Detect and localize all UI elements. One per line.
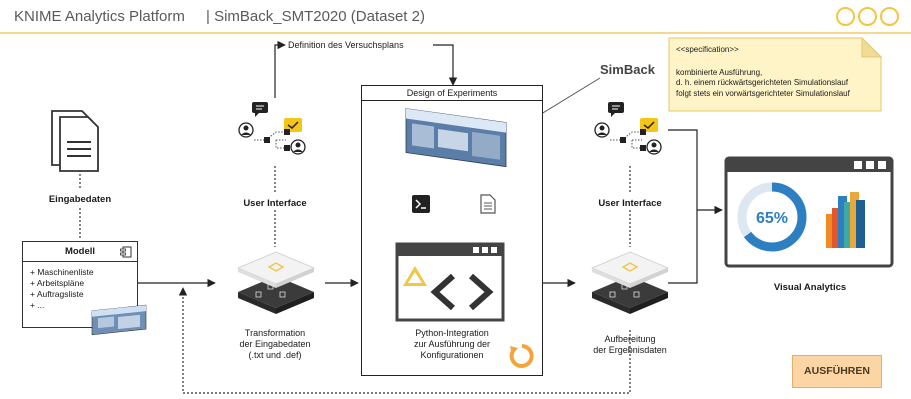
specification-line: d. h. einem rückwärtsgerichteten Simulat… xyxy=(676,78,849,87)
terminal-icon xyxy=(412,195,430,213)
run-button[interactable]: AUSFÜHREN xyxy=(792,355,882,388)
visual-analytics-window-icon: 65% xyxy=(724,156,894,268)
transformation-line: Transformation xyxy=(244,328,306,338)
model-item: + Maschinenliste xyxy=(30,267,94,277)
software-thumbnail xyxy=(91,304,147,335)
user-interface-icon xyxy=(238,102,306,155)
document-icon xyxy=(51,110,99,172)
python-line: zur Ausführung der xyxy=(413,339,491,349)
window-controls xyxy=(836,7,899,26)
component-icon xyxy=(120,246,132,258)
user-interface-left-label: User Interface xyxy=(243,198,307,209)
user-interface-icon xyxy=(594,102,662,155)
gauge-value: 65% xyxy=(756,210,788,227)
circle-icon[interactable] xyxy=(836,7,855,26)
gauge-progress-arc xyxy=(737,182,807,252)
model-item: + ... xyxy=(30,300,45,310)
visual-analytics-label: Visual Analytics xyxy=(773,282,847,293)
python-integration-label: Python-Integration zur Ausführung der Ko… xyxy=(384,328,520,361)
python-integration-window-icon xyxy=(395,242,505,322)
transformation-line: der Eingabedaten xyxy=(239,339,311,349)
python-line: Konfigurationen xyxy=(420,350,484,360)
specification-text-box: <<specification>> kombinierte Ausführung… xyxy=(668,37,882,112)
workflow-title: | SimBack_SMT2020 (Dataset 2) xyxy=(206,8,425,25)
file-icon xyxy=(480,194,496,214)
definition-to-doe-connector xyxy=(433,44,458,86)
aufbereitung-line: Aufbereitung xyxy=(604,334,656,344)
circle-icon[interactable] xyxy=(858,7,877,26)
specification-line: folgt stets ein vorwärtsgerichteter Simu… xyxy=(676,88,850,98)
loop-icon xyxy=(509,344,534,368)
user-interface-right-label: User Interface xyxy=(598,198,662,209)
specification-line: kombinierte Ausführung, xyxy=(676,67,763,77)
definition-label: Definition des Versuchsplans xyxy=(288,40,404,50)
app-name: KNIME Analytics Platform xyxy=(14,8,185,25)
specification-title: <<specification>> xyxy=(676,45,739,54)
transformation-stack-icon xyxy=(236,251,316,314)
model-item: + Arbeitspläne xyxy=(30,278,85,288)
python-line: Python-Integration xyxy=(415,328,489,338)
aufbereitung-stack-icon xyxy=(590,251,670,314)
doe-title: Design of Experiments xyxy=(362,86,542,101)
circle-icon[interactable] xyxy=(880,7,899,26)
simback-label: SimBack xyxy=(600,62,655,77)
specification-note xyxy=(668,37,882,112)
eingabedaten-label: Eingabedaten xyxy=(48,194,112,205)
definition-connector xyxy=(274,40,286,98)
model-item: + Auftragsliste xyxy=(30,289,84,299)
model-title-text: Modell xyxy=(64,246,96,257)
transformation-line: (.txt und .def) xyxy=(248,350,302,360)
aufbereitung-label: Aufbereitung der Ergebnisdaten xyxy=(575,334,685,356)
aufbereitung-line: der Ergebnisdaten xyxy=(593,345,667,355)
header-bar: KNIME Analytics Platform | SimBack_SMT20… xyxy=(0,0,911,34)
model-title: Modell xyxy=(23,242,137,262)
transformation-label: Transformation der Eingabedaten (.txt un… xyxy=(220,328,330,361)
simback-screenshot xyxy=(405,108,507,168)
